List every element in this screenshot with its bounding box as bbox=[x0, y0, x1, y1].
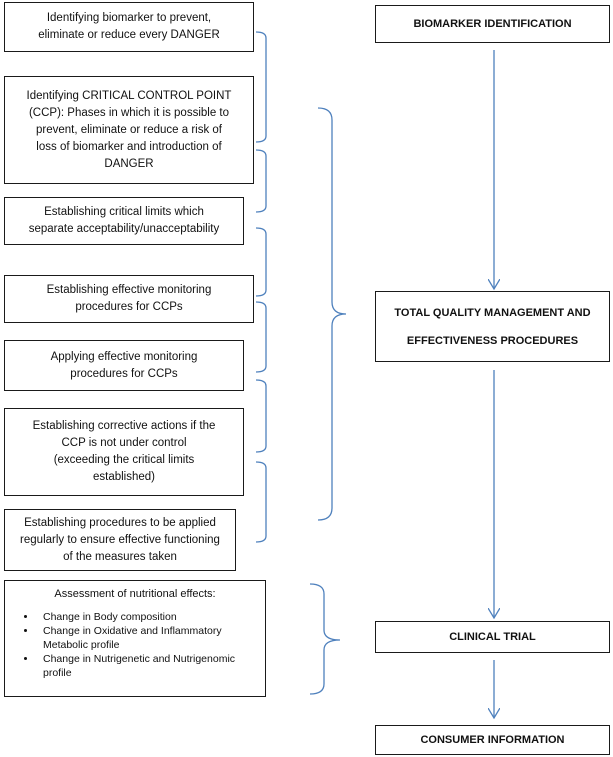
chain-bracket-4 bbox=[255, 301, 267, 373]
assessment-item: Change in Oxidative and Inflammatory Met… bbox=[37, 624, 257, 652]
step-text-2: Identifying CRITICAL CONTROL POINT (CCP)… bbox=[26, 89, 232, 170]
stage-biomarker-identification: BIOMARKER IDENTIFICATION bbox=[375, 5, 610, 43]
stage-label-line-1: TOTAL QUALITY MANAGEMENT AND bbox=[394, 306, 591, 319]
stage-consumer-information: CONSUMER INFORMATION bbox=[375, 725, 610, 755]
stage-label: CONSUMER INFORMATION bbox=[420, 734, 565, 746]
chain-bracket-1 bbox=[255, 31, 267, 143]
step-box-6: Establishing corrective actions if the C… bbox=[4, 408, 244, 496]
step-box-5: Applying effective monitoring procedures… bbox=[4, 340, 244, 391]
chain-bracket-5 bbox=[255, 379, 267, 453]
chain-bracket-6 bbox=[255, 461, 267, 543]
steps-brace bbox=[317, 107, 347, 521]
chain-bracket-2 bbox=[255, 149, 267, 213]
assessment-brace bbox=[309, 583, 341, 695]
step-box-4: Establishing effective monitoring proced… bbox=[4, 275, 254, 323]
assessment-item: Change in Body composition bbox=[37, 610, 257, 624]
chain-bracket-3 bbox=[255, 227, 267, 297]
step-text-7: Establishing procedures to be applied re… bbox=[20, 516, 220, 563]
step-text-1: Identifying biomarker to prevent, elimin… bbox=[38, 12, 220, 41]
stage-label-line-2: EFFECTIVENESS PROCEDURES bbox=[406, 334, 579, 347]
step-text-5: Applying effective monitoring procedures… bbox=[50, 350, 198, 380]
assessment-list: Change in Body composition Change in Oxi… bbox=[13, 610, 257, 680]
step-box-2: Identifying CRITICAL CONTROL POINT (CCP)… bbox=[4, 76, 254, 184]
step-text-6: Establishing corrective actions if the C… bbox=[32, 420, 216, 483]
stage-label: BIOMARKER IDENTIFICATION bbox=[413, 18, 572, 30]
step-text-3: Establishing critical limits which separ… bbox=[28, 206, 220, 235]
step-box-7: Establishing procedures to be applied re… bbox=[4, 509, 236, 571]
assessment-box: Assessment of nutritional effects: Chang… bbox=[4, 580, 266, 697]
step-box-3: Establishing critical limits which separ… bbox=[4, 197, 244, 245]
stage-label: CLINICAL TRIAL bbox=[449, 631, 536, 643]
stage-clinical-trial: CLINICAL TRIAL bbox=[375, 621, 610, 653]
step-box-1: Identifying biomarker to prevent, elimin… bbox=[4, 2, 254, 52]
assessment-item: Change in Nutrigenetic and Nutrigenomic … bbox=[37, 652, 257, 680]
stage-total-quality-management: TOTAL QUALITY MANAGEMENT AND EFFECTIVENE… bbox=[375, 291, 610, 362]
assessment-title: Assessment of nutritional effects: bbox=[54, 588, 216, 600]
step-text-4: Establishing effective monitoring proced… bbox=[46, 284, 212, 313]
